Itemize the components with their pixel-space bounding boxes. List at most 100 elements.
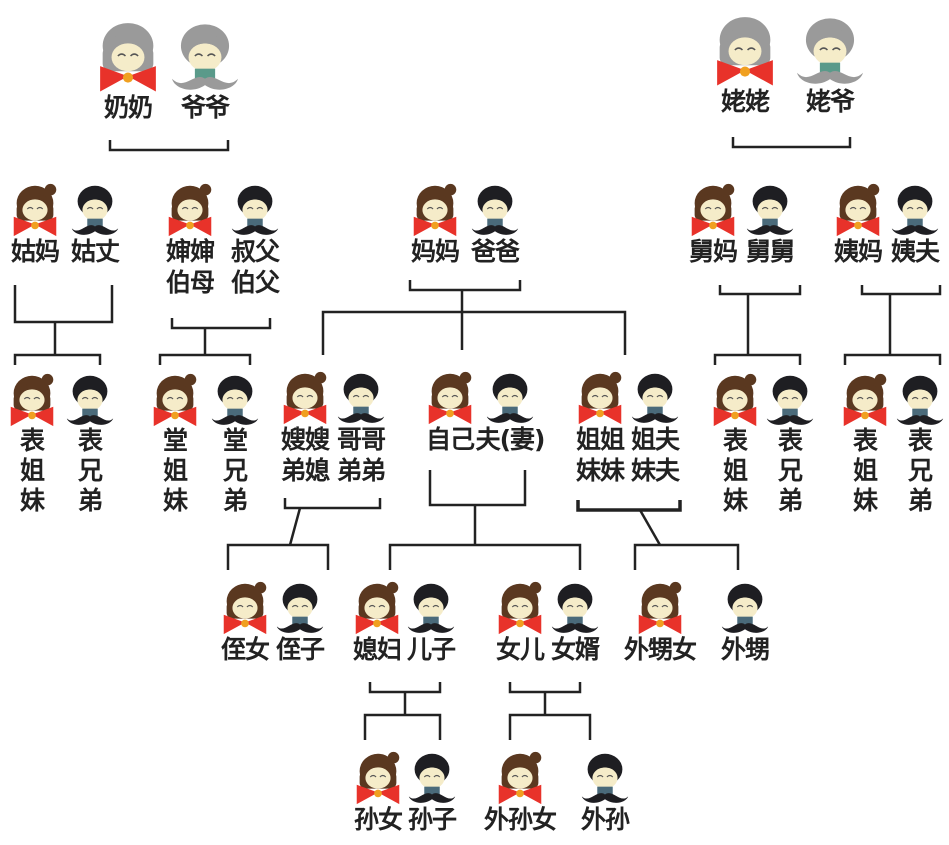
label: 表 兄 弟 bbox=[777, 426, 803, 515]
person-yifu: 姨夫 bbox=[880, 180, 949, 267]
person-tangxiongdi: 堂 兄 弟 bbox=[200, 370, 270, 516]
person-nver: 女儿 bbox=[485, 578, 555, 665]
person-jiujiu: 舅舅 bbox=[735, 180, 805, 267]
label: 舅舅 bbox=[745, 237, 795, 266]
person-laoye: 姥爷 bbox=[795, 12, 865, 117]
person-gege: 哥哥 弟弟 bbox=[326, 368, 396, 486]
man-icon bbox=[66, 180, 124, 238]
person-nainai: 奶奶 bbox=[93, 18, 163, 123]
man-icon bbox=[403, 748, 461, 806]
man-icon bbox=[886, 180, 944, 238]
label: 孙子 bbox=[407, 805, 457, 834]
woman-icon bbox=[6, 180, 64, 238]
person-mama: 妈妈 bbox=[400, 180, 470, 267]
label: 表 姐 妹 bbox=[852, 426, 878, 515]
label: 表 姐 妹 bbox=[722, 426, 748, 515]
label: 孙女 bbox=[353, 805, 403, 834]
woman-icon bbox=[829, 180, 887, 238]
person-waisheng: 外甥 bbox=[705, 578, 785, 665]
man-icon bbox=[716, 578, 774, 636]
label: 媳妇 bbox=[352, 635, 402, 664]
person-saosao: 嫂嫂 弟媳 bbox=[270, 368, 340, 486]
person-erzi: 儿子 bbox=[396, 578, 466, 665]
label: 姐姐 妹妹 bbox=[575, 425, 625, 485]
person-fuqi: 夫(妻) bbox=[475, 368, 545, 455]
person-sunzi: 孙子 bbox=[397, 748, 467, 835]
label: 外甥 bbox=[720, 635, 770, 664]
grandpa-icon bbox=[792, 12, 868, 88]
person-sunnv: 孙女 bbox=[343, 748, 413, 835]
man-icon bbox=[891, 370, 949, 428]
person-zhizi: 侄子 bbox=[265, 578, 335, 665]
person-biaoxiongdi-paternal: 表 兄 弟 bbox=[55, 370, 125, 516]
label: 爷爷 bbox=[180, 93, 230, 122]
man-icon bbox=[332, 368, 390, 426]
label: 儿子 bbox=[406, 635, 456, 664]
label: 堂 姐 妹 bbox=[162, 426, 188, 515]
label: 女婿 bbox=[550, 635, 600, 664]
man-icon bbox=[546, 578, 604, 636]
man-icon bbox=[206, 370, 264, 428]
person-baba: 爸爸 bbox=[460, 180, 530, 267]
person-jiefu: 姐夫 妹夫 bbox=[620, 368, 690, 486]
woman-icon bbox=[146, 370, 204, 428]
label: 姐夫 妹夫 bbox=[630, 425, 680, 485]
grandpa-icon bbox=[167, 18, 243, 94]
label: 姑妈 bbox=[10, 237, 60, 266]
label: 堂 兄 弟 bbox=[222, 426, 248, 515]
person-ziji: 自己 bbox=[415, 368, 485, 455]
label: 奶奶 bbox=[103, 93, 153, 122]
woman-icon bbox=[421, 368, 479, 426]
man-icon bbox=[226, 180, 284, 238]
label: 婶婶 伯母 bbox=[165, 237, 215, 297]
person-shenshen: 婶婶 伯母 bbox=[155, 180, 225, 298]
label: 侄女 bbox=[220, 635, 270, 664]
person-guzhang: 姑丈 bbox=[60, 180, 130, 267]
person-yima: 姨妈 bbox=[823, 180, 893, 267]
label: 夫(妻) bbox=[475, 425, 546, 454]
label: 叔父 伯父 bbox=[230, 237, 280, 297]
label: 舅妈 bbox=[688, 237, 738, 266]
woman-icon bbox=[161, 180, 219, 238]
person-biaojiemei-paternal: 表 姐 妹 bbox=[0, 370, 67, 516]
label: 表 兄 弟 bbox=[77, 426, 103, 515]
grandma-icon bbox=[90, 18, 166, 94]
woman-icon bbox=[406, 180, 464, 238]
person-tangjiemei: 堂 姐 妹 bbox=[140, 370, 210, 516]
woman-icon bbox=[3, 370, 61, 428]
person-yeye: 爷爷 bbox=[170, 18, 240, 123]
man-icon bbox=[466, 180, 524, 238]
label: 自己 bbox=[425, 425, 475, 454]
label: 姥爷 bbox=[805, 87, 855, 116]
label: 嫂嫂 弟媳 bbox=[280, 425, 330, 485]
person-waisun: 外孙 bbox=[565, 748, 645, 835]
man-icon bbox=[61, 370, 119, 428]
person-shufu: 叔父 伯父 bbox=[220, 180, 290, 298]
person-zhinv: 侄女 bbox=[210, 578, 280, 665]
label: 外甥女 bbox=[623, 635, 697, 664]
person-xifu: 媳妇 bbox=[342, 578, 412, 665]
person-nvxu: 女婿 bbox=[540, 578, 610, 665]
person-biaojiemei-jiu: 表 姐 妹 bbox=[700, 370, 770, 516]
woman-icon bbox=[631, 578, 689, 636]
person-laolao: 姥姥 bbox=[710, 12, 780, 117]
label: 姑丈 bbox=[70, 237, 120, 266]
person-jiuma: 舅妈 bbox=[678, 180, 748, 267]
person-waishengnv: 外甥女 bbox=[620, 578, 700, 665]
label: 哥哥 弟弟 bbox=[336, 425, 386, 485]
person-biaoxiongdi-jiu: 表 兄 弟 bbox=[755, 370, 825, 516]
label: 姥姥 bbox=[720, 87, 770, 116]
label: 女儿 bbox=[495, 635, 545, 664]
label: 姨夫 bbox=[890, 237, 940, 266]
man-icon bbox=[271, 578, 329, 636]
label: 爸爸 bbox=[470, 237, 520, 266]
label: 外孙女 bbox=[483, 805, 557, 834]
label: 表 兄 弟 bbox=[907, 426, 933, 515]
woman-icon bbox=[684, 180, 742, 238]
woman-icon bbox=[491, 748, 549, 806]
person-jiejie: 姐姐 妹妹 bbox=[565, 368, 635, 486]
person-biaoxiongdi-yi: 表 兄 弟 bbox=[885, 370, 949, 516]
person-guma: 姑妈 bbox=[0, 180, 70, 267]
